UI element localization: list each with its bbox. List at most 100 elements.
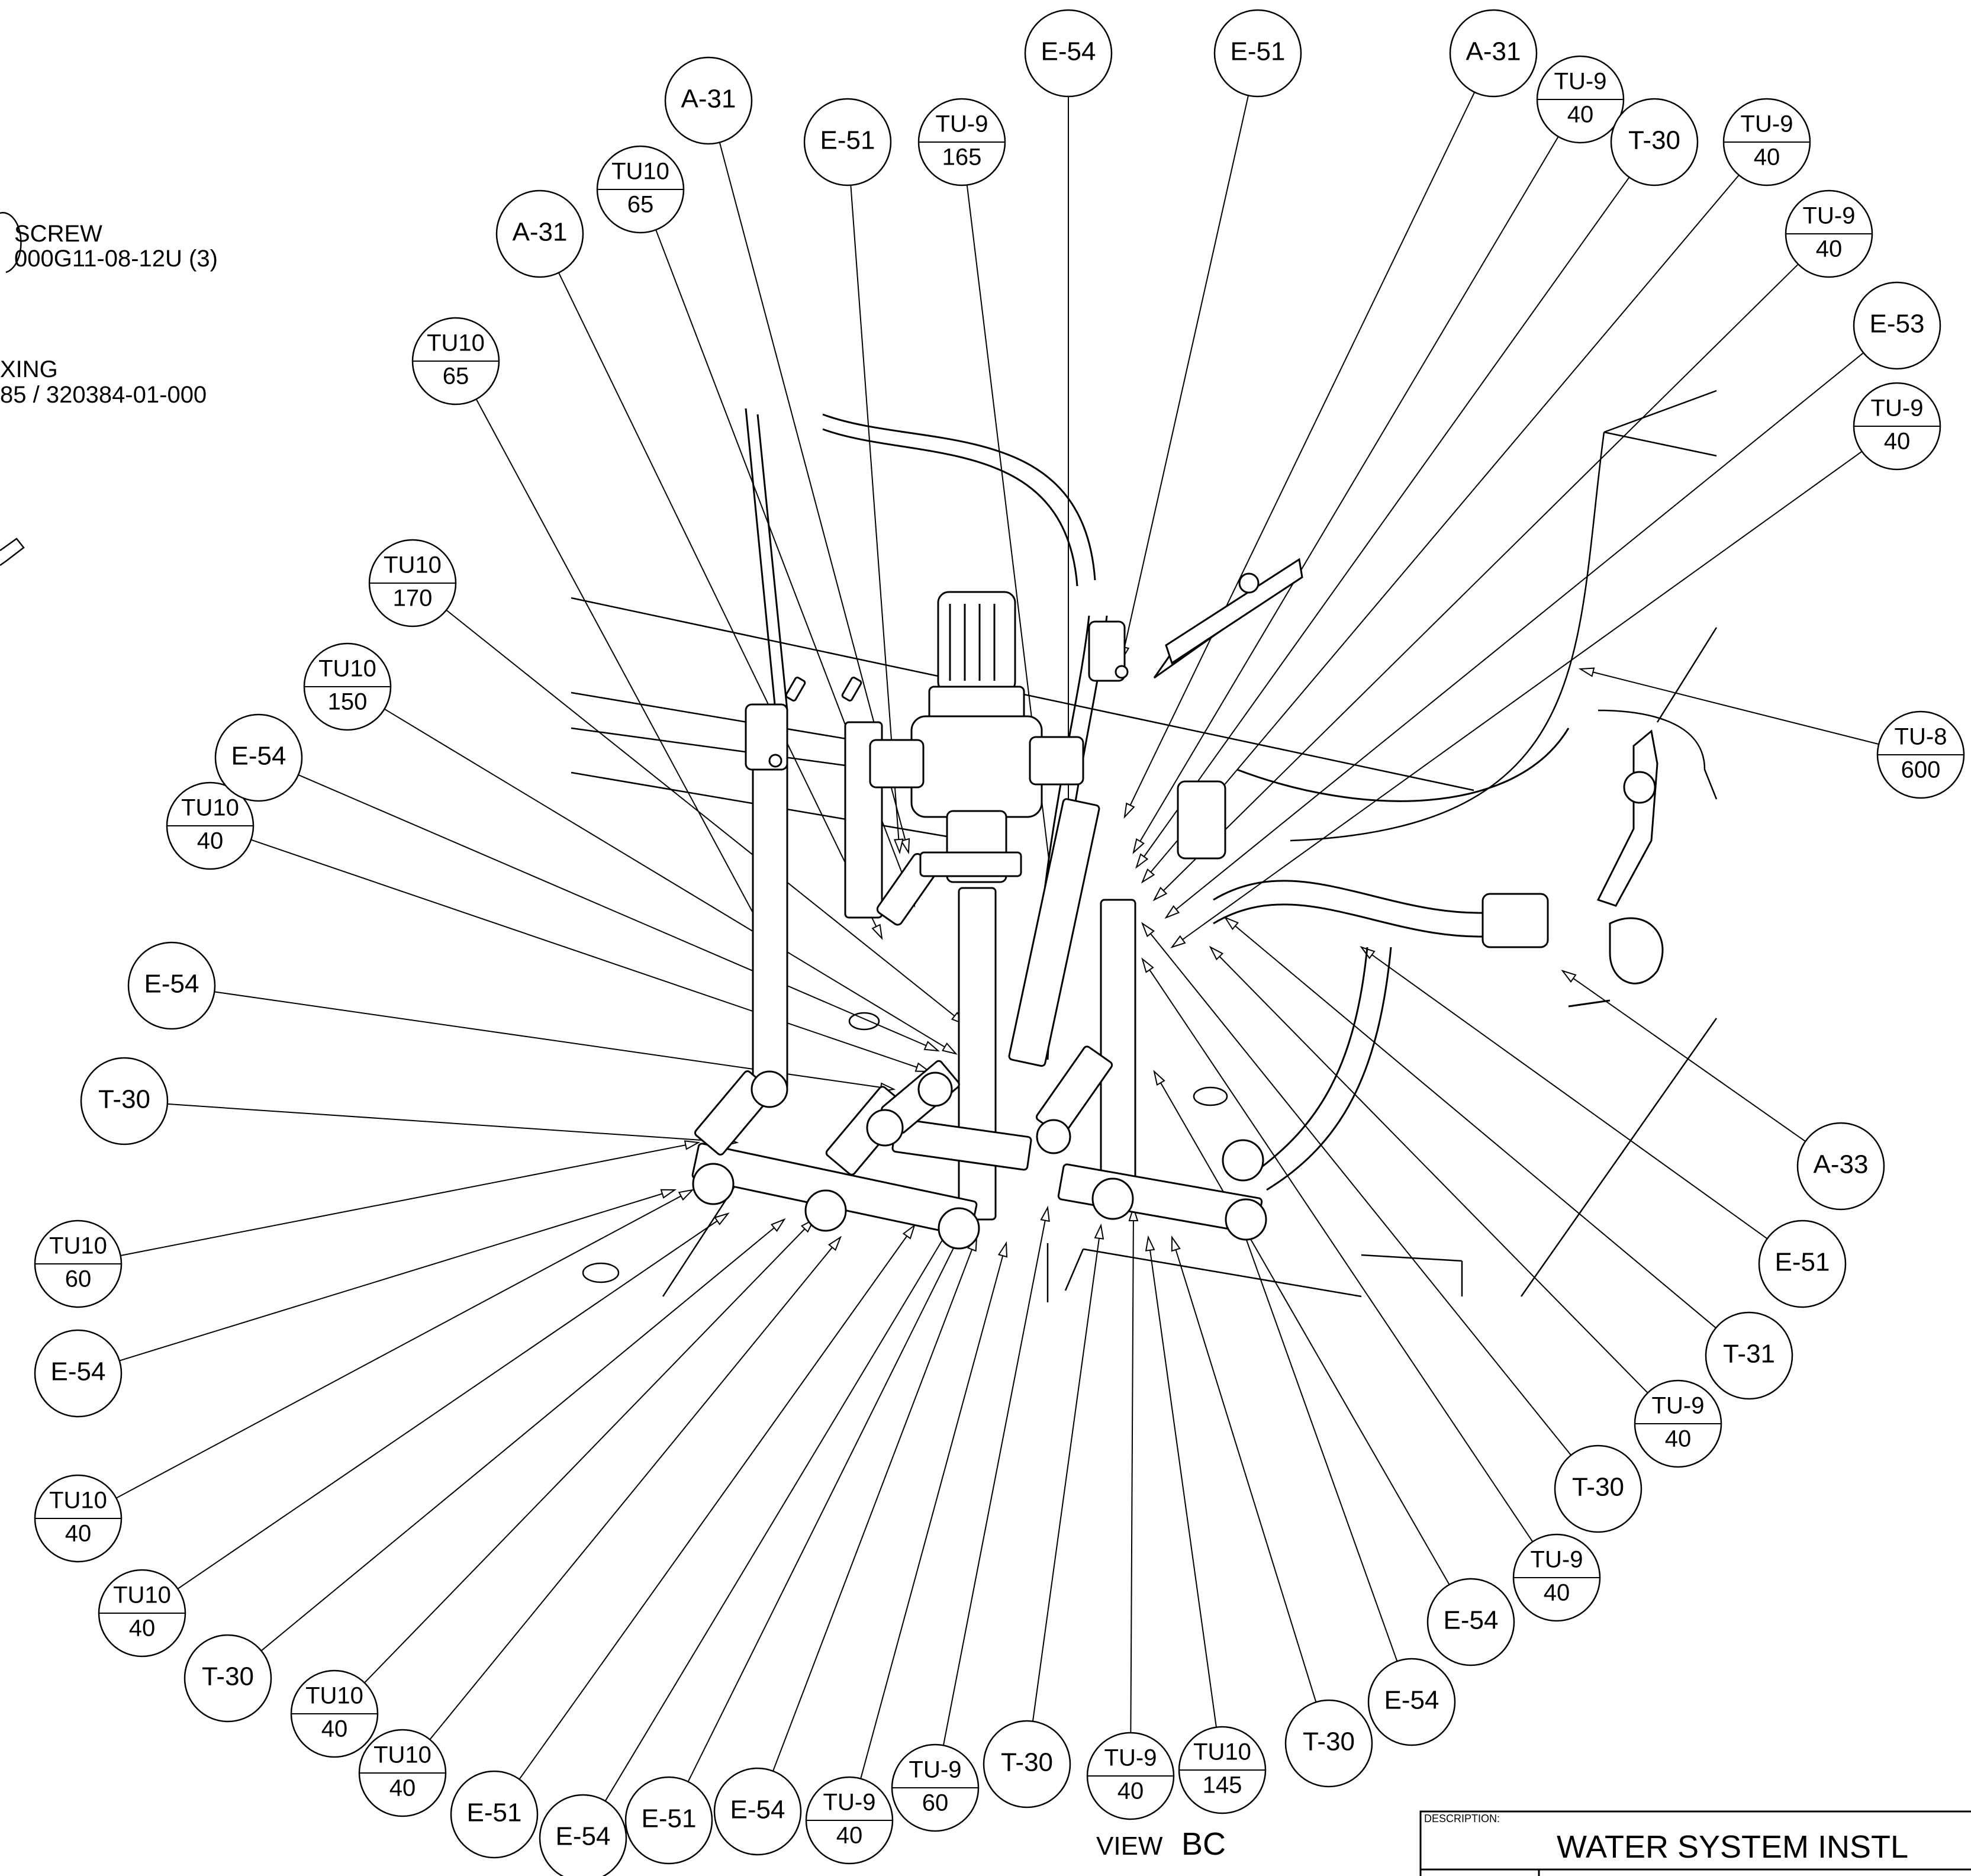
leader-arrowhead bbox=[914, 1062, 932, 1073]
balloon-part-number: E-51 bbox=[467, 1798, 522, 1827]
balloon: T-31 bbox=[1705, 1311, 1793, 1400]
leader-line bbox=[1154, 263, 1799, 900]
shutoff-handle bbox=[1568, 729, 1664, 1008]
leader-line bbox=[860, 1243, 1007, 1779]
balloon-circle bbox=[1426, 1578, 1515, 1666]
leader-arrowhead bbox=[678, 1189, 694, 1201]
leader-line bbox=[1171, 1237, 1317, 1703]
balloon-part-number: TU-9 bbox=[1531, 1547, 1583, 1573]
balloon: A-33 bbox=[1796, 1122, 1885, 1211]
leader-line bbox=[250, 839, 930, 1072]
balloon-part-number: E-54 bbox=[51, 1357, 106, 1386]
balloon-part-number: T-30 bbox=[1572, 1473, 1624, 1502]
leader-line bbox=[364, 1219, 814, 1684]
balloon: T-30 bbox=[183, 1634, 272, 1723]
balloon-length: 145 bbox=[1203, 1772, 1242, 1798]
balloon-circle bbox=[1213, 9, 1302, 98]
balloon: TU-940 bbox=[1722, 98, 1811, 186]
balloon: E-54 bbox=[127, 941, 216, 1030]
balloon: E-54 bbox=[1426, 1578, 1515, 1666]
balloon-part-number: E-54 bbox=[1041, 37, 1096, 66]
balloon-part-number: TU-9 bbox=[909, 1757, 962, 1783]
leader-line bbox=[1165, 352, 1864, 918]
note-fixing-title: XING bbox=[0, 356, 58, 382]
balloon-length: 40 bbox=[129, 1616, 156, 1642]
balloon-part-number: TU-9 bbox=[936, 111, 988, 137]
balloon: TU-940 bbox=[1086, 1732, 1175, 1820]
balloon-circle bbox=[495, 189, 584, 278]
leader-line bbox=[772, 1237, 977, 1772]
balloon-part-number: TU-9 bbox=[1871, 395, 1924, 421]
balloon-circle bbox=[664, 56, 753, 145]
balloon-part-number: E-54 bbox=[231, 742, 286, 771]
title-block-frame bbox=[1419, 1810, 1971, 1876]
balloon-part-number: TU10 bbox=[305, 1683, 363, 1709]
leader-arrowhead bbox=[871, 923, 883, 940]
balloon: TU-9 40 bbox=[1512, 1533, 1601, 1622]
leader-line bbox=[687, 1225, 965, 1782]
balloon: TU-940 bbox=[805, 1776, 894, 1865]
leader-arrowhead bbox=[902, 1224, 916, 1240]
note-fixing-part: 85 / 320384-01-000 bbox=[0, 382, 207, 408]
balloon: E-51 bbox=[450, 1770, 539, 1859]
leader-line bbox=[558, 272, 883, 939]
balloon-circle bbox=[1796, 1122, 1885, 1211]
balloon-part-number: TU10 bbox=[113, 1582, 171, 1608]
balloon-length: 40 bbox=[389, 1775, 416, 1801]
balloon: E-54 bbox=[539, 1794, 627, 1876]
balloon-length: 65 bbox=[443, 363, 469, 390]
balloon-part-number: TU10 bbox=[1193, 1739, 1251, 1765]
leader-arrowhead bbox=[1094, 1223, 1104, 1240]
balloon-circle bbox=[1554, 1444, 1642, 1533]
balloon-part-number: E-54 bbox=[1444, 1606, 1499, 1635]
leader-arrowhead bbox=[923, 1041, 941, 1052]
balloon-part-number: TU10 bbox=[181, 795, 239, 821]
drawing-title: WATER SYSTEM INSTL bbox=[1557, 1829, 1908, 1865]
balloon-length: 60 bbox=[65, 1266, 92, 1292]
balloon-part-number: T-30 bbox=[1628, 126, 1680, 155]
fastener-notes: SCREW 000G11-08-12U (3) XING 85 / 320384… bbox=[0, 212, 218, 567]
leader-arrowhead bbox=[997, 1241, 1008, 1258]
balloon-length: 40 bbox=[1544, 1580, 1570, 1606]
balloon: TU10 40 bbox=[98, 1569, 186, 1658]
balloon-part-number: TU10 bbox=[49, 1233, 107, 1259]
balloon-length: 170 bbox=[393, 585, 433, 612]
leader-line bbox=[518, 1225, 915, 1780]
balloon-part-number: T-30 bbox=[202, 1662, 254, 1691]
balloon: E-51 bbox=[1758, 1219, 1847, 1308]
balloon-part-number: TU10 bbox=[427, 330, 485, 356]
balloon-part-number: A-31 bbox=[681, 85, 736, 114]
leader-line bbox=[298, 774, 939, 1051]
balloon-circle bbox=[1705, 1311, 1793, 1400]
leader-line bbox=[1142, 923, 1571, 1456]
balloon-part-number: TU-9 bbox=[1554, 69, 1607, 95]
leader-line bbox=[119, 1189, 675, 1362]
balloon-circle bbox=[34, 1329, 123, 1418]
balloon-length: 40 bbox=[1754, 144, 1780, 170]
pins bbox=[785, 677, 862, 702]
balloon-length: 60 bbox=[922, 1790, 949, 1816]
balloon-part-number: TU-9 bbox=[1104, 1745, 1157, 1771]
balloon-part-number: T-30 bbox=[98, 1085, 150, 1114]
balloon: T-30 bbox=[983, 1720, 1071, 1809]
balloon: A-31 bbox=[495, 189, 584, 278]
balloon-part-number: A-31 bbox=[1466, 37, 1521, 66]
balloon-circle bbox=[1853, 281, 1941, 370]
leader-line bbox=[1361, 947, 1768, 1240]
leader-arrowhead bbox=[1153, 1070, 1165, 1086]
balloon-circle bbox=[450, 1770, 539, 1859]
leader-arrowhead bbox=[1578, 667, 1595, 677]
balloon-circle bbox=[1024, 9, 1113, 98]
leader-arrowhead bbox=[1128, 1205, 1139, 1222]
balloon-part-number: E-54 bbox=[556, 1822, 611, 1851]
balloon: TU10 145 bbox=[1178, 1726, 1267, 1814]
leader-line bbox=[177, 1213, 729, 1589]
leader-arrowhead bbox=[1132, 838, 1145, 854]
leader-line bbox=[1142, 958, 1534, 1542]
leader-line bbox=[1136, 176, 1630, 868]
leader-arrowhead bbox=[1141, 922, 1155, 938]
